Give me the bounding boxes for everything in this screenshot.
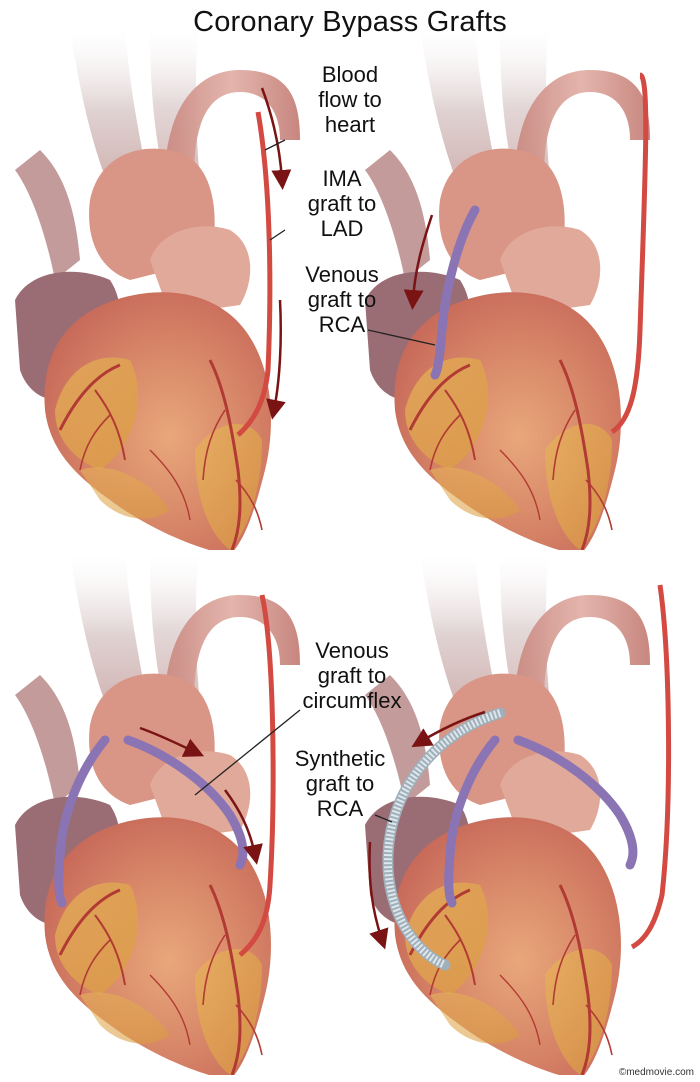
credit-text: ©medmovie.com [618,1067,694,1078]
label-text: Blood flow to heart [318,62,382,137]
venous-graft-rca [444,735,500,908]
label-text: Venous graft to circumflex [302,638,402,713]
venous-graft-rca [54,735,110,908]
label-venous-rca: Venous graft to RCA [292,262,392,337]
panel-venous-rca [350,30,700,550]
heart-illustration-4 [363,555,672,1075]
label-blood-flow: Blood flow to heart [300,62,400,137]
label-synthetic-rca: Synthetic graft to RCA [285,746,395,821]
ima-graft [238,594,276,957]
ima-graft [630,584,672,950]
venous-graft-rca [430,205,480,380]
panel-synthetic-rca [350,555,700,1075]
label-ima-graft: IMA graft to LAD [292,166,392,241]
label-text: IMA graft to LAD [307,166,377,241]
label-text: Synthetic graft to RCA [294,746,386,821]
label-text: Venous graft to RCA [305,262,379,337]
label-venous-circumflex: Venous graft to circumflex [288,638,416,713]
ima-graft [610,72,649,435]
heart-illustration-2 [363,30,652,550]
venous-graft-circumflex [513,735,638,870]
